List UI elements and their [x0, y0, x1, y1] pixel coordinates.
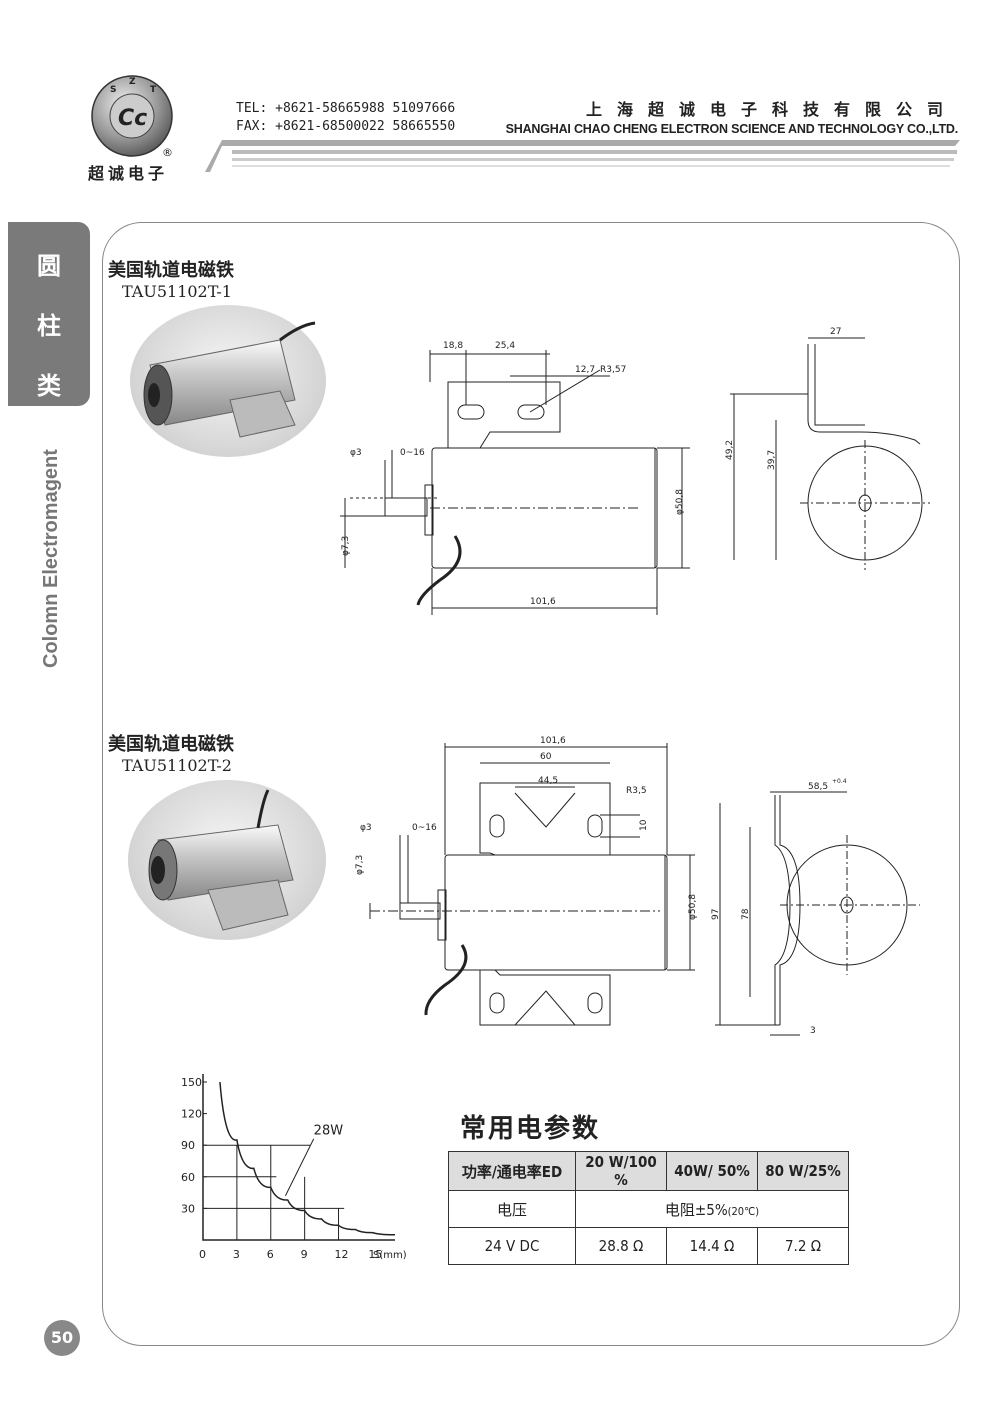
dim-label: 97 [711, 909, 721, 920]
product-1-model: TAU51102T-1 [122, 282, 232, 301]
dim-label: 101,6 [530, 597, 556, 607]
dim-label: 39,7 [767, 450, 777, 470]
series-28w-line [219, 1081, 396, 1236]
params-table: 功率/通电率ED 20 W/100 % 40W/ 50% 80 W/25% 电压… [448, 1151, 849, 1265]
x-tick-label: 6 [267, 1248, 274, 1261]
x-tick-label: 0 [199, 1248, 206, 1261]
table-cell: 功率/通电率ED [448, 1151, 576, 1191]
company-name: 上海超诚电子科技有限公司 SHANGHAI CHAO CHENG ELECTRO… [505, 96, 959, 136]
vertical-category-label: Colomn Electromagent [40, 449, 62, 668]
dim-label: φ3 [350, 448, 362, 458]
product-2-title: 美国轨道电磁铁 [108, 734, 234, 755]
logo-mark: Cc [118, 106, 147, 131]
dim-label: φ50,8 [675, 489, 685, 515]
x-tick-label: 15 [368, 1248, 382, 1261]
dim-label: +0.4 [832, 778, 847, 785]
header-stripes [205, 140, 960, 172]
table-cell: 80 W/25% [757, 1151, 849, 1191]
product-1-title: 美国轨道电磁铁 [108, 260, 234, 281]
solenoid-image [143, 321, 316, 438]
dim-label: 49,2 [725, 440, 735, 460]
tel-line: TEL: +8621-58665988 51097666 [236, 101, 456, 116]
logo-letter-t: T [150, 85, 157, 95]
table-row: 功率/通电率ED 20 W/100 % 40W/ 50% 80 W/25% [448, 1151, 849, 1191]
dim-label: 25,4 [495, 341, 515, 351]
category-char: 柱 [37, 312, 61, 340]
product-1-drawing: 18,8 25,4 12,7 R3,57 φ3 0~16 φ7,3 φ50,8 … [340, 327, 930, 615]
category-label: 圆 柱 类 [8, 236, 90, 416]
company-logo: S Z T Cc ® [91, 75, 173, 159]
table-row: 电压 电阻±5%(20℃) [448, 1190, 849, 1228]
registered-mark: ® [162, 146, 173, 159]
table-cell: 14.4 Ω [666, 1227, 758, 1265]
dim-label: 44,5 [538, 776, 558, 786]
x-tick-label: 3 [233, 1248, 240, 1261]
dim-label: 12,7 [575, 365, 595, 375]
x-tick-label: 12 [335, 1248, 349, 1261]
dim-label: 3 [810, 1026, 816, 1036]
dim-label: 101,6 [540, 736, 566, 746]
table-cell: 40W/ 50% [666, 1151, 758, 1191]
dim-label: φ3 [360, 823, 372, 833]
x-axis-label: S(mm) [373, 1250, 407, 1261]
dim-label: 58,5 [808, 782, 828, 792]
logo-text: 超诚电子 [88, 164, 169, 183]
product-2-drawing: 101,6 60 44,5 R3,5 10 φ3 0~16 φ7,3 φ50,8… [355, 736, 920, 1036]
y-tick-label: 120 [181, 1108, 202, 1121]
force-stroke-chart: 150 120 90 60 30 0 3 6 9 12 15 S(mm) 28W [181, 1074, 407, 1261]
dim-label: φ7,3 [341, 536, 351, 556]
product-1-photo [130, 305, 326, 457]
dim-label: R3,5 [626, 786, 647, 796]
dim-label: 10 [639, 819, 649, 831]
chart-axes-line [202, 1074, 395, 1241]
annotation-leader [284, 1138, 315, 1196]
y-tick-label: 60 [181, 1171, 195, 1184]
category-char: 圆 [37, 252, 61, 280]
category-char: 类 [37, 372, 61, 400]
product-2-model: TAU51102T-2 [122, 756, 232, 775]
dim-label: 60 [540, 752, 552, 762]
logo-letter-z: Z [129, 77, 136, 87]
table-cell: 20 W/100 % [575, 1151, 667, 1191]
dim-label: 0~16 [412, 823, 437, 833]
temperature-note: (20℃) [727, 1204, 760, 1218]
dim-label: 18,8 [443, 341, 463, 351]
y-tick-label: 150 [181, 1076, 202, 1089]
product-2-photo [128, 780, 326, 940]
x-tick-label: 9 [301, 1248, 308, 1261]
contact-info: TEL: +8621-58665988 51097666 FAX: +8621-… [236, 100, 455, 136]
params-title: 常用电参数 [460, 1114, 601, 1144]
dim-label: 78 [741, 908, 751, 920]
dim-label: φ7,3 [355, 855, 365, 875]
content-frame [102, 222, 960, 1346]
table-cell: 24 V DC [448, 1227, 576, 1265]
table-cell: 电压 [448, 1190, 576, 1228]
company-name-cn: 上海超诚电子科技有限公司 [585, 100, 958, 119]
solenoid-image [148, 789, 294, 931]
table-cell: 28.8 Ω [575, 1227, 667, 1265]
fax-line: FAX: +8621-68500022 58665550 [236, 119, 456, 134]
dim-label: 27 [830, 327, 841, 337]
logo-letter-s: S [110, 85, 116, 95]
y-tick-label: 30 [181, 1202, 195, 1215]
table-cell: 电阻±5%(20℃) [575, 1190, 849, 1228]
resistance-label: 电阻±5% [664, 1200, 728, 1219]
dim-label: 0~16 [400, 448, 425, 458]
y-tick-label: 90 [181, 1139, 195, 1152]
table-row: 24 V DC 28.8 Ω 14.4 Ω 7.2 Ω [448, 1227, 849, 1265]
annotation-label: 28W [314, 1124, 344, 1139]
table-cell: 7.2 Ω [757, 1227, 849, 1265]
category-tab [8, 222, 90, 406]
dim-label: φ50,8 [688, 894, 698, 920]
company-name-en: SHANGHAI CHAO CHENG ELECTRON SCIENCE AND… [505, 122, 959, 136]
dim-label: R3,57 [600, 365, 626, 375]
page-number: 50 [44, 1320, 80, 1356]
